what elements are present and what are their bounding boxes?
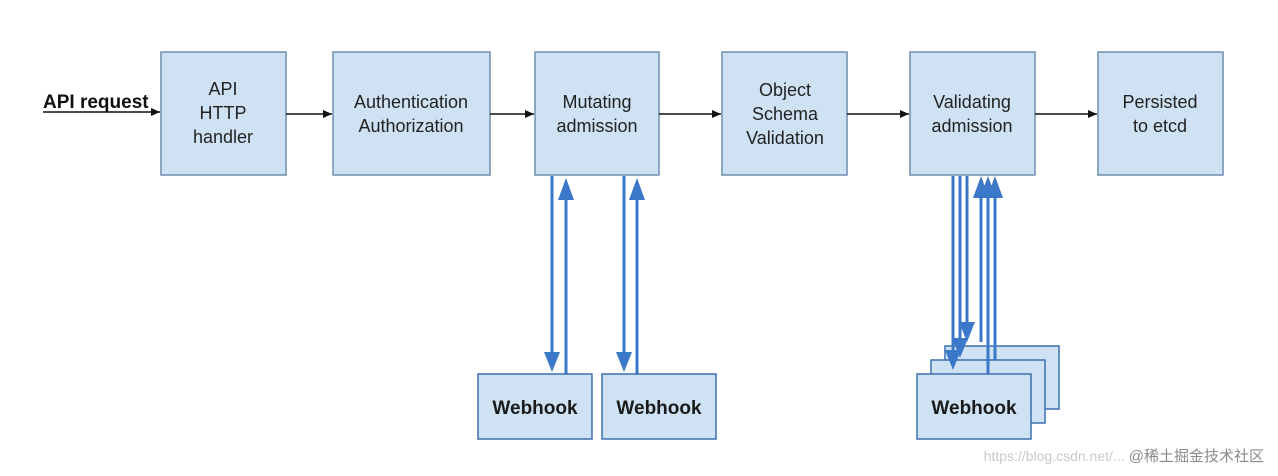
stage-line: Authentication xyxy=(354,92,468,112)
mutating-webhook-1-arrows xyxy=(544,176,574,374)
stage-api-http-handler: API HTTP handler xyxy=(160,51,287,176)
mutating-webhook-2-arrows xyxy=(616,176,645,374)
mutating-webhook-2: Webhook xyxy=(601,373,717,440)
stage-box xyxy=(160,51,287,176)
stage-box xyxy=(721,51,848,176)
stage-authentication-authorization: Authentication Authorization xyxy=(332,51,491,176)
watermark-site: @稀土掘金技术社区 xyxy=(1128,448,1264,465)
arrowhead-up xyxy=(558,178,574,200)
api-request-label: API request xyxy=(43,92,149,113)
stage-line: to etcd xyxy=(1133,116,1187,136)
stage-line: HTTP xyxy=(200,103,247,123)
stage-object-schema-validation: Object Schema Validation xyxy=(721,51,848,176)
arrowhead-down xyxy=(616,352,632,372)
stage-box xyxy=(909,51,1036,176)
stage-mutating-admission: Mutating admission xyxy=(534,51,660,176)
stage-line: Mutating xyxy=(562,92,631,112)
stage-line: admission xyxy=(931,116,1012,136)
arrowhead-up xyxy=(629,178,645,200)
webhook-box xyxy=(601,373,717,440)
stage-line: Schema xyxy=(752,104,819,124)
stage-line: Validating xyxy=(933,92,1011,112)
webhook-box xyxy=(916,373,1032,440)
arrowhead-down xyxy=(945,350,961,370)
webhook-label: Webhook xyxy=(931,398,1017,419)
stage-line: admission xyxy=(556,116,637,136)
webhook-box xyxy=(477,373,593,440)
arrowhead-down xyxy=(952,338,968,358)
arrowhead-down xyxy=(544,352,560,372)
stage-persisted-to-etcd: Persisted to etcd xyxy=(1097,51,1224,176)
watermark: https://blog.csdn.net/... @稀土掘金技术社区 xyxy=(978,445,1264,466)
validating-webhook-arrows xyxy=(945,176,1003,374)
stage-validating-admission: Validating admission xyxy=(909,51,1036,176)
stage-line: Validation xyxy=(746,128,824,148)
stage-box xyxy=(1097,51,1224,176)
webhook-label: Webhook xyxy=(616,398,702,419)
arrowhead-down xyxy=(959,322,975,342)
watermark-url: https://blog.csdn.net/... xyxy=(983,448,1125,464)
webhook-label: Webhook xyxy=(492,398,578,419)
stage-line: Authorization xyxy=(358,116,463,136)
stage-box xyxy=(332,51,491,176)
stage-box xyxy=(534,51,660,176)
arrowhead-up xyxy=(987,176,1003,198)
validating-webhook: Webhook xyxy=(916,373,1032,440)
stage-line: handler xyxy=(193,127,253,147)
mutating-webhook-1: Webhook xyxy=(477,373,593,440)
stage-line: API xyxy=(208,79,237,99)
stage-line: Persisted xyxy=(1122,92,1197,112)
stage-line: Object xyxy=(759,80,811,100)
